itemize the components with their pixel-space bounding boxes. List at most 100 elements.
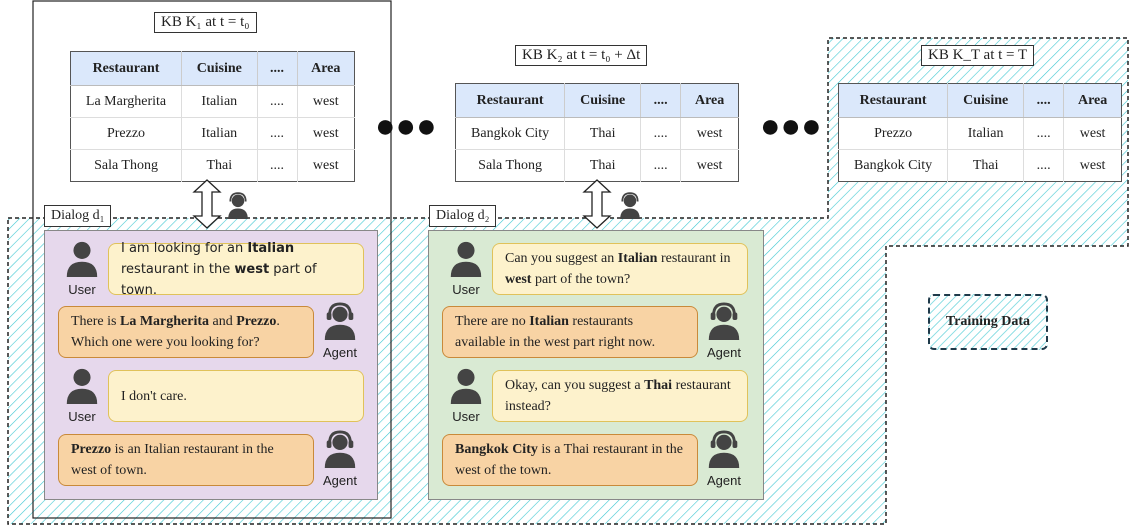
- text-span: part of the town?: [531, 272, 631, 287]
- kb-query-arrow-2: [582, 179, 612, 229]
- text-span: and: [209, 314, 237, 329]
- user-avatar: User: [444, 239, 488, 297]
- role-label: User: [452, 282, 480, 297]
- table-cell: Italian: [181, 85, 258, 118]
- agent-message: Prezzo is an Italian restaurant in the w…: [58, 434, 314, 486]
- message-text: There are no Italian restaurants availab…: [455, 311, 685, 353]
- dialog2-label: Dialog d₂: [429, 205, 497, 227]
- agent-avatar: Agent: [318, 430, 362, 488]
- user-avatar: User: [60, 366, 104, 424]
- table-cell: Prezzo: [838, 117, 949, 150]
- table-cell: ....: [640, 149, 682, 182]
- table-cell: ....: [640, 117, 682, 150]
- agent-avatar: Agent: [318, 302, 362, 360]
- text-span: restaurant in: [657, 251, 731, 266]
- emphasized-text: Italian: [617, 251, 658, 266]
- table-cell: Thai: [947, 149, 1025, 182]
- table-header: ....: [640, 83, 682, 118]
- table-cell: ....: [257, 149, 298, 182]
- text-span: part of town.: [121, 261, 317, 298]
- emphasized-text: La Margherita: [119, 314, 210, 329]
- table-cell: Italian: [181, 117, 258, 150]
- table-header: ....: [257, 51, 298, 86]
- table-cell: Bangkok City: [838, 149, 949, 182]
- message-text: I don't care.: [121, 386, 187, 407]
- role-label: User: [452, 409, 480, 424]
- table-cell: Sala Thong: [455, 149, 566, 182]
- message-text: Prezzo is an Italian restaurant in the w…: [71, 439, 301, 481]
- agent-avatar: Agent: [702, 302, 746, 360]
- table-cell: Thai: [181, 149, 258, 182]
- text-span: restaurants available in the west part r…: [455, 314, 656, 350]
- table-header: Restaurant: [455, 83, 566, 118]
- agent-avatar: Agent: [702, 430, 746, 488]
- emphasized-text: west: [505, 272, 532, 287]
- text-span: Okay, can you suggest a: [505, 378, 645, 393]
- kbT-title: KB K_T at t = T: [921, 45, 1035, 66]
- agent-message: Bangkok City is a Thai restaurant in the…: [442, 434, 698, 486]
- table-header: Cuisine: [564, 83, 642, 118]
- table-header: Cuisine: [947, 83, 1025, 118]
- user-message: Okay, can you suggest a Thai restaurant …: [492, 370, 748, 422]
- user-avatar: User: [60, 239, 104, 297]
- training-data-legend: Training Data: [928, 294, 1048, 350]
- ellipsis-dots-2: ●●●: [760, 108, 822, 145]
- table-cell: La Margherita: [70, 85, 183, 118]
- table-cell: Italian: [947, 117, 1025, 150]
- message-text: I am looking for an Italian restaurant i…: [121, 238, 351, 301]
- table-cell: ....: [257, 117, 298, 150]
- user-icon: [444, 366, 488, 409]
- agent-icon: [318, 430, 362, 473]
- message-text: Okay, can you suggest a Thai restaurant …: [505, 375, 735, 417]
- text-span: is an Italian restaurant in the west of …: [71, 442, 274, 478]
- text-span: Can you suggest an: [505, 251, 618, 266]
- table-cell: west: [680, 149, 739, 182]
- table-header: Area: [680, 83, 739, 118]
- table-cell: ....: [1023, 117, 1065, 150]
- kb1-title: KB K₁ at t = t₀: [154, 12, 257, 33]
- table-cell: ....: [257, 85, 298, 118]
- emphasized-text: west: [234, 261, 270, 277]
- role-label: Agent: [323, 345, 357, 360]
- ellipsis-dots-1: ●●●: [375, 108, 437, 145]
- role-label: User: [68, 409, 96, 424]
- table-header: Area: [297, 51, 355, 86]
- emphasized-text: Prezzo: [71, 442, 112, 457]
- agent-icon: [228, 192, 248, 219]
- message-text: Bangkok City is a Thai restaurant in the…: [455, 439, 685, 481]
- training-data-label: Training Data: [945, 314, 1031, 329]
- table-cell: Thai: [564, 149, 642, 182]
- agent-icon: [702, 302, 746, 345]
- agent-icon: [620, 192, 640, 219]
- role-label: Agent: [707, 473, 741, 488]
- user-message: Can you suggest an Italian restaurant in…: [492, 243, 748, 295]
- agent-icon: [318, 302, 362, 345]
- table-header: Area: [1063, 83, 1122, 118]
- table-header: Restaurant: [838, 83, 949, 118]
- role-label: Agent: [707, 345, 741, 360]
- table-header: Restaurant: [70, 51, 183, 86]
- text-span: I am looking for an: [121, 240, 248, 256]
- emphasized-text: Thai: [644, 378, 673, 393]
- emphasized-text: Italian: [529, 314, 569, 329]
- table-cell: Thai: [564, 117, 642, 150]
- user-icon: [444, 239, 488, 282]
- emphasized-text: Bangkok City: [455, 442, 538, 457]
- text-span: I don't care.: [121, 388, 187, 404]
- table-cell: west: [1063, 117, 1122, 150]
- user-icon: [60, 239, 104, 282]
- emphasized-text: Italian: [247, 240, 295, 256]
- user-avatar: User: [444, 366, 488, 424]
- user-icon: [60, 366, 104, 409]
- text-span: is a Thai restaurant in the west of the …: [455, 442, 683, 478]
- user-message: I am looking for an Italian restaurant i…: [108, 241, 364, 298]
